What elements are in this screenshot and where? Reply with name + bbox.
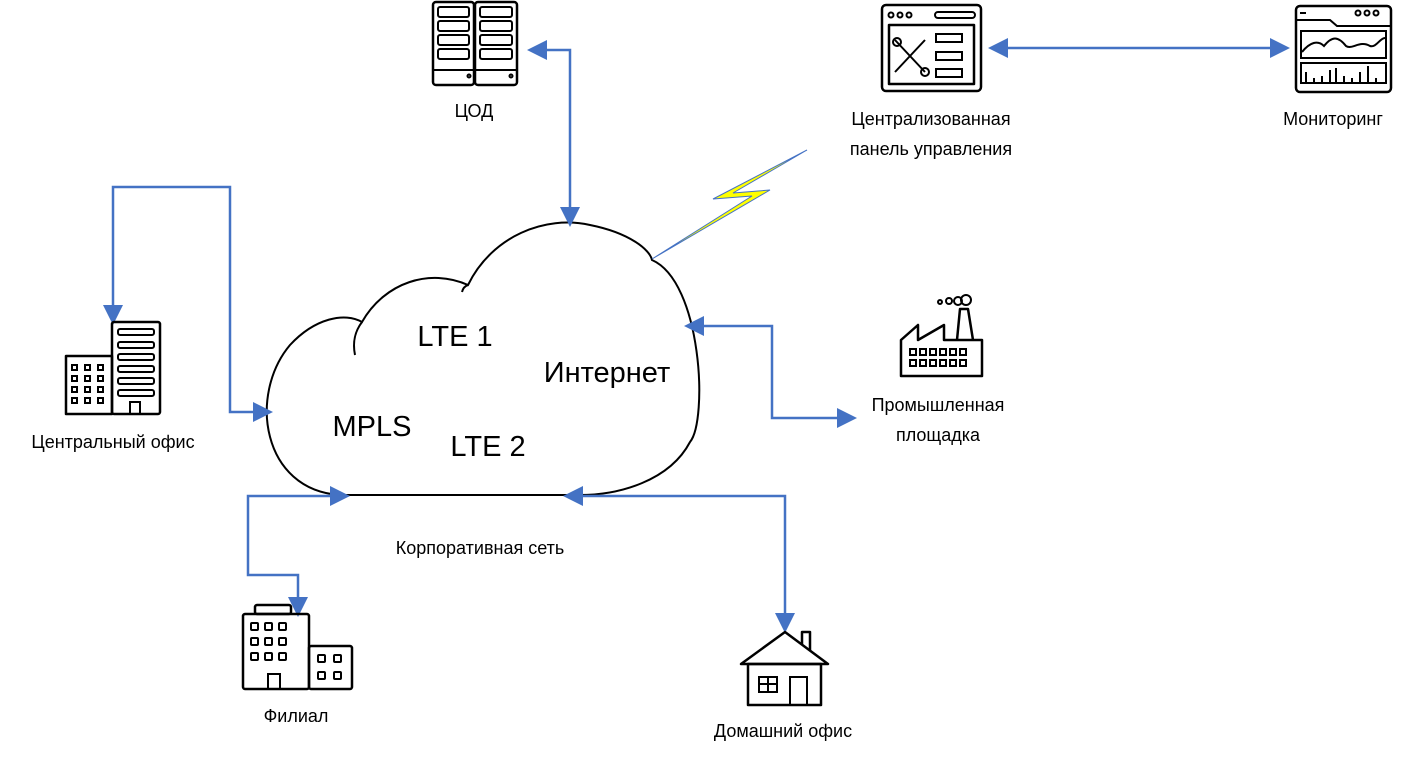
cloud-label-mpls: MPLS: [333, 411, 412, 443]
connector-branch: [246, 486, 350, 617]
cloud-label-internet: Интернет: [544, 357, 671, 389]
monitoring-dashboard-icon: [1294, 4, 1393, 94]
house-icon: [739, 630, 830, 707]
central-office-label: Центральный офис: [31, 432, 194, 452]
industrial-label-line1: Промышленная: [872, 395, 1005, 415]
wireless-lightning-icon: [651, 149, 808, 260]
connector-home-office: [563, 486, 795, 633]
office-building-icon: [64, 320, 162, 416]
connector-central-office: [103, 185, 273, 422]
industrial-label-line2: площадка: [896, 425, 981, 445]
monitoring-label: Мониторинг: [1283, 109, 1383, 129]
control-panel-label-line1: Централизованная: [851, 109, 1010, 129]
datacenter-label: ЦОД: [455, 101, 494, 121]
connector-datacenter: [527, 40, 580, 227]
corporate-network-cloud: LTE 1 Интернет MPLS LTE 2: [265, 221, 701, 497]
cloud-label-lte1: LTE 1: [417, 321, 492, 353]
cloud-label-lte2: LTE 2: [450, 431, 525, 463]
connector-industrial: [684, 316, 857, 428]
factory-icon: [899, 294, 984, 378]
branch-label: Филиал: [264, 706, 329, 726]
server-rack-icon: [431, 0, 519, 87]
settings-dashboard-icon: [880, 3, 983, 93]
home-office-label: Домашний офис: [714, 721, 852, 741]
control-panel-label-line2: панель управления: [850, 139, 1012, 159]
corporate-network-caption: Корпоративная сеть: [396, 538, 565, 558]
branch-building-icon: [241, 603, 354, 691]
